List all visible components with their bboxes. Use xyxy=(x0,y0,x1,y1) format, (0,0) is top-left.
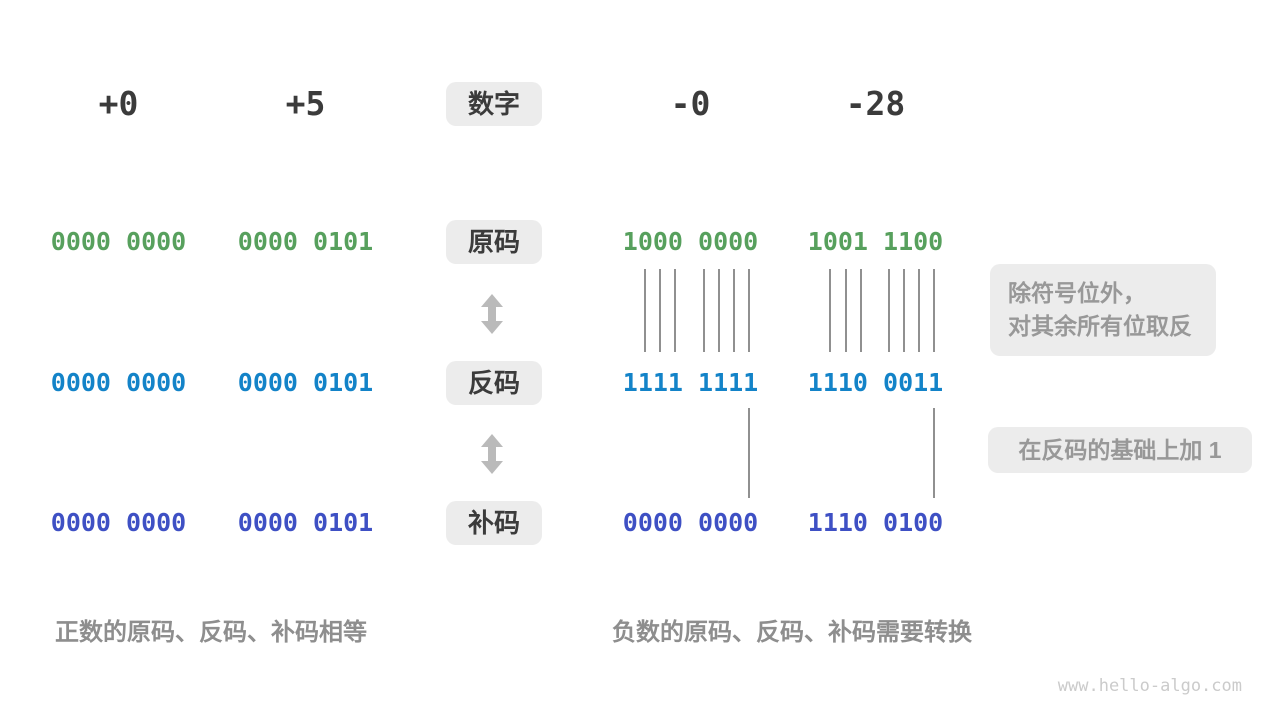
bit-flip-line xyxy=(733,269,735,352)
sign-magnitude-value-minus0: 1000 0000 xyxy=(622,227,759,256)
number-minus-0: -0 xyxy=(670,84,711,123)
sign-magnitude-value-plus0: 0000 0000 xyxy=(50,227,187,256)
ones-complement-value-plus5: 0000 0101 xyxy=(237,368,374,397)
sign-magnitude-value-plus5: 0000 0101 xyxy=(237,227,374,256)
add-one-line xyxy=(933,408,935,498)
bit-flip-line xyxy=(918,269,920,352)
bit-flip-line xyxy=(718,269,720,352)
twos-complement-label-box: 补码 xyxy=(446,501,542,545)
bit-flip-line xyxy=(933,269,935,352)
positive-numbers-caption: 正数的原码、反码、补码相等 xyxy=(55,619,367,646)
bit-flip-line xyxy=(674,269,676,352)
bit-flip-line xyxy=(903,269,905,352)
number-plus-5: +5 xyxy=(285,84,326,123)
add-one-note: 在反码的基础上加 1 xyxy=(988,427,1252,473)
ones-complement-value-plus0: 0000 0000 xyxy=(50,368,187,397)
twos-complement-value-plus5: 0000 0101 xyxy=(237,508,374,537)
negative-numbers-caption: 负数的原码、反码、补码需要转换 xyxy=(612,619,972,646)
ones-complement-value-minus28: 1110 0011 xyxy=(807,368,944,397)
bit-flip-line xyxy=(748,269,750,352)
number-minus-28: -28 xyxy=(845,84,906,123)
bit-flip-line xyxy=(845,269,847,352)
flip-note-line1: 除符号位外， xyxy=(1008,280,1146,306)
bit-flip-line xyxy=(703,269,705,352)
bit-flip-line xyxy=(644,269,646,352)
add-one-line xyxy=(748,408,750,498)
sign-magnitude-value-minus28: 1001 1100 xyxy=(807,227,944,256)
bit-flip-line xyxy=(659,269,661,352)
sign-magnitude-label-box: 原码 xyxy=(446,220,542,264)
flip-note: 除符号位外， 对其余所有位取反 xyxy=(990,264,1216,356)
flip-note-line2: 对其余所有位取反 xyxy=(1008,313,1192,339)
bit-flip-line xyxy=(829,269,831,352)
twos-complement-value-minus28: 1110 0100 xyxy=(807,508,944,537)
number-header-box: 数字 xyxy=(446,82,542,126)
twos-complement-value-minus0: 0000 0000 xyxy=(622,508,759,537)
ones-complement-label-box: 反码 xyxy=(446,361,542,405)
bit-flip-line xyxy=(860,269,862,352)
watermark: www.hello-algo.com xyxy=(1057,676,1242,696)
number-plus-0: +0 xyxy=(98,84,139,123)
up-down-arrow-icon xyxy=(481,294,503,334)
up-down-arrow-icon xyxy=(481,434,503,474)
bit-flip-line xyxy=(888,269,890,352)
ones-complement-value-minus0: 1111 1111 xyxy=(622,368,759,397)
twos-complement-value-plus0: 0000 0000 xyxy=(50,508,187,537)
